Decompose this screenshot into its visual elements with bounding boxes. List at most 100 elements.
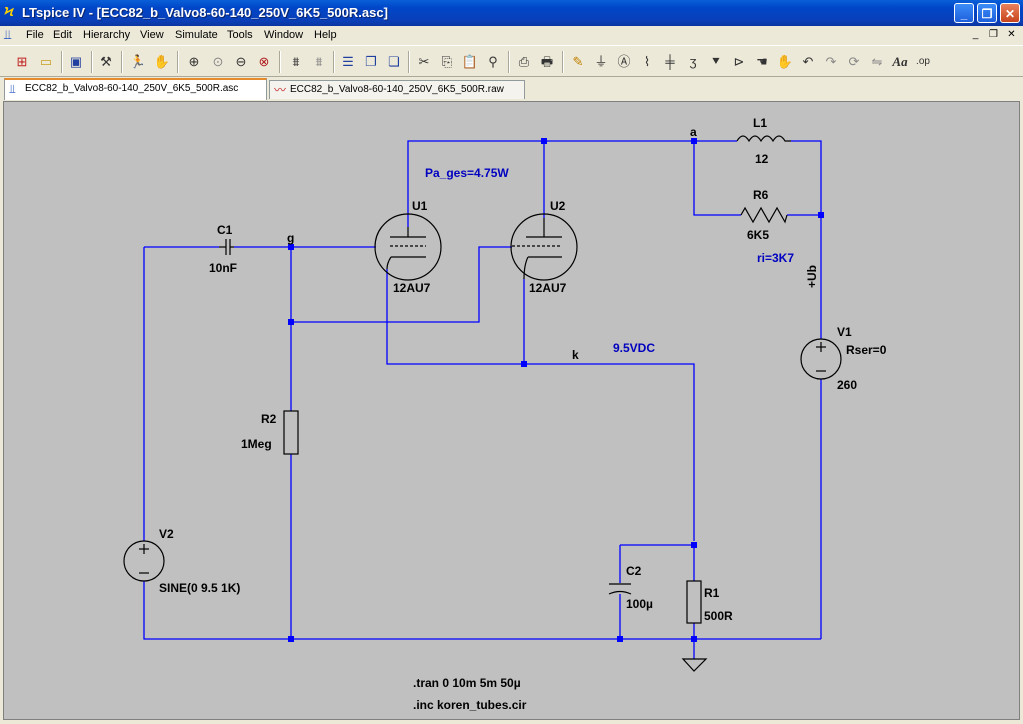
junctions [288, 138, 824, 642]
copy-icon[interactable]: ⎘ [441, 54, 453, 69]
menu-file[interactable]: File [26, 29, 44, 41]
ground-icon[interactable]: ⏚ [594, 54, 608, 69]
redo-icon[interactable]: ↷ [825, 54, 837, 69]
resistor-r6[interactable] [740, 206, 788, 224]
zoom-in-icon[interactable]: ⊕ [188, 54, 200, 69]
zoom-fit-icon[interactable]: ⩩ [315, 54, 323, 69]
menu-edit[interactable]: Edit [53, 29, 72, 41]
c1-value: 10nF [209, 261, 237, 275]
zoom-out-icon[interactable]: ⊖ [235, 54, 247, 69]
find-icon[interactable]: ⚲ [488, 54, 498, 69]
zoom-cancel-icon[interactable]: ⊗ [258, 54, 270, 69]
annotation-vdc[interactable]: 9.5VDC [613, 341, 655, 355]
pan-icon[interactable]: ⊙ [212, 54, 224, 69]
cut-icon[interactable]: ✂ [418, 54, 430, 69]
resistor-r1[interactable] [686, 580, 702, 624]
tab-waveform[interactable]: 〰 ECC82_b_Valvo8-60-140_250V_6K5_500R.ra… [269, 80, 525, 99]
v2-value: SINE(0 9.5 1K) [159, 581, 240, 595]
halt-icon[interactable]: ✋ [153, 54, 171, 69]
toolbar-separator [177, 51, 179, 73]
drag-icon[interactable]: ✋ [776, 54, 794, 69]
v1-name: V1 [837, 325, 852, 339]
toolbar-separator [408, 51, 410, 73]
control-panel-icon[interactable]: ⚒ [100, 54, 112, 69]
cascade-icon[interactable]: ❐ [365, 54, 377, 69]
tube-u2[interactable] [510, 213, 578, 281]
draw-wire-icon[interactable]: ✎ [572, 54, 584, 69]
wire-grid-u2 [291, 246, 512, 323]
junction-dot [617, 636, 623, 642]
wire-c2 [619, 544, 694, 639]
paste-icon[interactable]: 📋 [461, 54, 479, 69]
directive-tran[interactable]: .tran 0 10m 5m 50µ [413, 676, 521, 690]
menu-tools[interactable]: Tools [227, 29, 253, 41]
print-icon[interactable]: 🖶 [540, 54, 554, 69]
spice-directive-icon[interactable]: .op [916, 56, 930, 67]
rotate-icon[interactable]: ⟳ [848, 54, 860, 69]
tile-vertical-icon[interactable]: ❏ [388, 54, 400, 69]
ground-symbol [681, 658, 708, 672]
net-label-g: g [287, 231, 294, 245]
print-setup-icon[interactable]: ⎙ [518, 54, 530, 69]
directive-inc[interactable]: .inc koren_tubes.cir [413, 698, 527, 712]
c2-value: 100µ [626, 597, 653, 611]
run-icon[interactable]: 🏃 [129, 54, 147, 69]
junction-dot [288, 244, 294, 250]
close-button[interactable]: ✕ [1000, 3, 1020, 23]
schematic-drawing[interactable]: C1 10nF R2 1Meg U1 12AU7 U2 12AU7 L1 12 … [4, 102, 1020, 720]
mdi-minimize-button[interactable]: _ [972, 29, 979, 40]
mdi-close-button[interactable]: ✕ [1007, 29, 1016, 40]
inductor-l1[interactable] [736, 135, 791, 143]
tube-u1[interactable] [374, 213, 442, 281]
menu-window[interactable]: Window [264, 29, 304, 41]
capacitor-c2[interactable] [608, 583, 632, 595]
mdi-restore-button[interactable]: ❐ [989, 29, 998, 40]
minimize-button[interactable]: _ [954, 3, 974, 23]
schematic-doc-icon[interactable]: ⫫ [4, 27, 12, 42]
annotation-ri[interactable]: ri=3K7 [757, 251, 794, 265]
move-icon[interactable]: ☚ [756, 54, 768, 69]
inductor-icon[interactable]: ʒ [689, 54, 697, 69]
toolbar-separator [508, 51, 510, 73]
net-label-k: k [572, 348, 579, 362]
menu-simulate[interactable]: Simulate [175, 29, 218, 41]
component-icon[interactable]: ⊳ [733, 54, 745, 69]
wires [143, 140, 822, 659]
toolbar-separator [61, 51, 63, 73]
voltage-source-v2[interactable] [123, 540, 165, 582]
u1-name: U1 [412, 199, 428, 213]
tile-horizontal-icon[interactable]: ☰ [342, 54, 354, 69]
new-schematic-icon[interactable]: ⊞ [16, 54, 28, 69]
toolbar-separator [333, 51, 335, 73]
toolbar-separator [562, 51, 564, 73]
resistor-r2[interactable] [283, 410, 299, 455]
label-net-icon[interactable]: Ⓐ [617, 54, 631, 69]
menu-hierarchy[interactable]: Hierarchy [83, 29, 131, 41]
u2-value: 12AU7 [529, 281, 567, 295]
menu-help[interactable]: Help [314, 29, 337, 41]
schematic-canvas[interactable]: C1 10nF R2 1Meg U1 12AU7 U2 12AU7 L1 12 … [3, 101, 1020, 720]
capacitor-icon[interactable]: ╪ [665, 54, 675, 69]
junction-dot [288, 319, 294, 325]
undo-icon[interactable]: ↶ [802, 54, 814, 69]
annotation-pa-ges[interactable]: Pa_ges=4.75W [425, 166, 509, 180]
voltage-source-v1[interactable] [800, 338, 842, 380]
open-icon[interactable]: ▭ [39, 54, 53, 69]
wire-r6 [693, 141, 821, 216]
wire-l1-v1 [791, 140, 822, 339]
l1-name: L1 [753, 116, 767, 130]
maximize-button[interactable]: ❐ [977, 3, 997, 23]
resistor-icon[interactable]: ⌇ [643, 54, 651, 69]
autorange-icon[interactable]: ⩩ [292, 54, 300, 69]
tab-label: ECC82_b_Valvo8-60-140_250V_6K5_500R.asc [25, 83, 239, 94]
text-icon[interactable]: Aa [892, 54, 908, 69]
diode-icon[interactable]: ⯆ [710, 54, 722, 69]
tab-schematic[interactable]: ⫫ ECC82_b_Valvo8-60-140_250V_6K5_500R.as… [4, 78, 267, 100]
title-bar[interactable]: Ϟ LTspice IV - [ECC82_b_Valvo8-60-140_25… [0, 0, 1023, 26]
capacitor-c1[interactable] [219, 239, 234, 255]
tab-label: ECC82_b_Valvo8-60-140_250V_6K5_500R.raw [290, 84, 504, 95]
save-icon[interactable]: ▣ [69, 54, 83, 69]
toolbar-separator [279, 51, 281, 73]
menu-view[interactable]: View [140, 29, 164, 41]
mirror-icon[interactable]: ⇋ [871, 54, 883, 69]
